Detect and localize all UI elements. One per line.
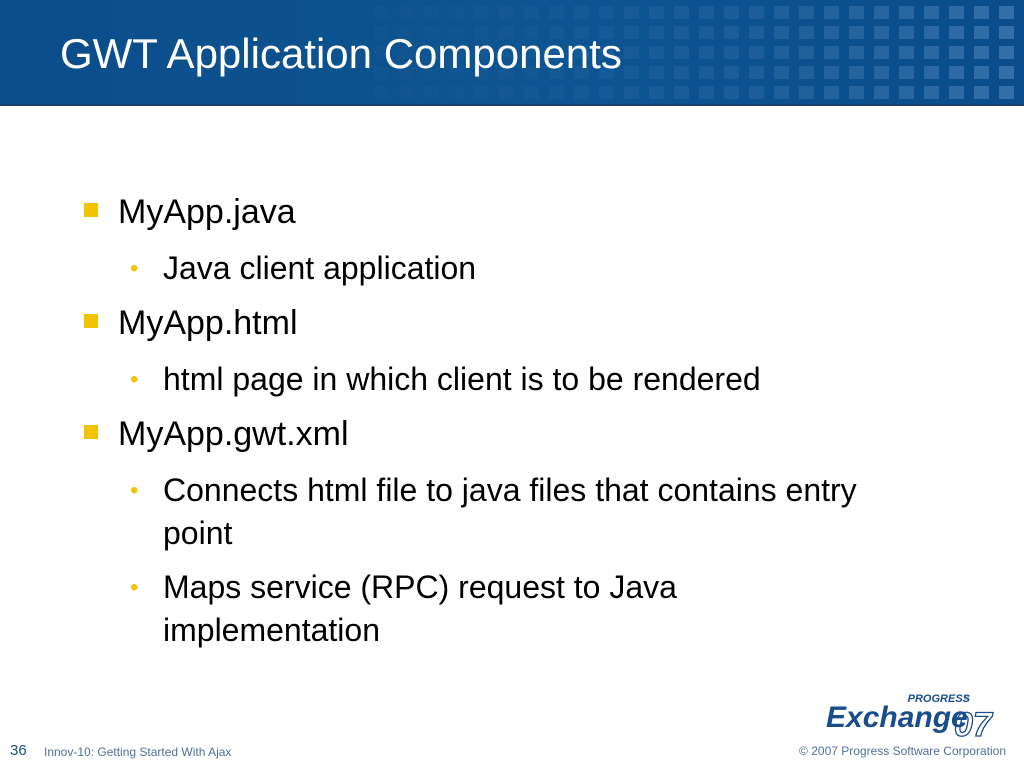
sub-bullet-dot-icon: • xyxy=(130,477,139,504)
progress-exchange-logo: PROGRESS ® Exchange 07 xyxy=(826,693,995,740)
bullet-square-icon xyxy=(84,314,98,328)
sub-bullet-item-1-1: Java client application xyxy=(163,250,477,286)
sub-bullet-item-3-2: Maps service (RPC) request to Java imple… xyxy=(163,569,677,648)
svg-text:®: ® xyxy=(964,694,970,702)
sub-bullet-dot-icon: • xyxy=(130,574,139,601)
logo-name: Exchange xyxy=(826,701,968,734)
header-divider xyxy=(0,104,1024,106)
copyright: © 2007 Progress Software Corporation xyxy=(799,744,1006,758)
bullet-item-2: MyApp.html xyxy=(118,304,298,342)
bullet-item-3: MyApp.gwt.xml xyxy=(118,415,349,453)
sub-bullet-item-3-1: Connects html file to java files that co… xyxy=(163,472,857,551)
bullet-square-icon xyxy=(84,425,98,439)
logo-brand: PROGRESS xyxy=(908,693,971,705)
bullet-item-1: MyApp.java xyxy=(118,193,296,231)
bullet-square-icon xyxy=(84,203,98,217)
sub-bullet-dot-icon: • xyxy=(130,255,139,282)
header-square-pattern xyxy=(374,6,1014,99)
slide-title: GWT Application Components xyxy=(60,30,622,77)
sub-bullet-item-2-1: html page in which client is to be rende… xyxy=(163,361,761,397)
page-number: 36 xyxy=(10,742,27,759)
session-title: Innov-10: Getting Started With Ajax xyxy=(44,745,232,759)
sub-bullet-dot-icon: • xyxy=(130,366,139,393)
logo-year: 07 xyxy=(954,706,994,740)
slide-header: GWT Application Components xyxy=(0,0,1024,106)
